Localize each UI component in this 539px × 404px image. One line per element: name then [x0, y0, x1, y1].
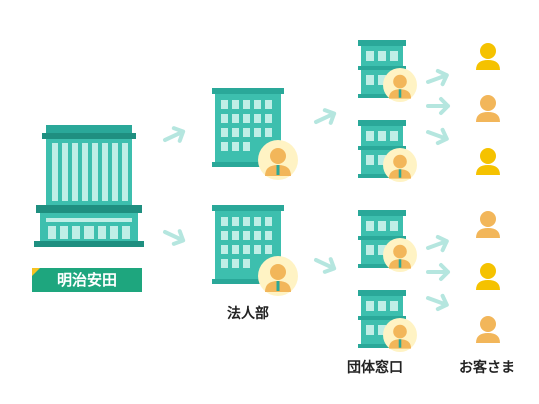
company-label-text: 明治安田	[56, 271, 117, 289]
customers-label: お客さま	[459, 360, 515, 376]
group-counter-building-icon	[358, 120, 417, 182]
label-corner-accent	[32, 268, 40, 276]
headquarters-building-icon	[34, 125, 144, 247]
customer-icon	[476, 43, 500, 70]
corporate-dept-building-icon	[212, 88, 298, 180]
arrow-icon	[423, 123, 452, 148]
group-counter-building-icon	[358, 40, 417, 102]
customer-icon	[476, 316, 500, 343]
group-counter-building-icon	[358, 210, 417, 272]
company-label: 明治安田	[32, 268, 142, 292]
arrow-icon	[311, 251, 340, 277]
group-counter-label: 団体窓口	[347, 360, 403, 376]
arrow-icon	[423, 66, 452, 91]
arrow-icon	[423, 232, 452, 257]
customer-icon	[476, 263, 500, 290]
corporate-dept-building-icon	[212, 205, 298, 296]
customer-icon	[476, 148, 500, 175]
customer-icon	[476, 211, 500, 238]
arrow-icon	[426, 263, 450, 281]
corporate-dept-label: 法人部	[227, 306, 269, 322]
arrow-icon	[160, 123, 189, 149]
arrow-icon	[423, 289, 452, 314]
customer-icon	[476, 95, 500, 122]
arrow-icon	[160, 223, 189, 249]
arrow-icon	[426, 97, 450, 115]
arrow-icon	[311, 105, 340, 131]
group-counter-building-icon	[358, 290, 417, 352]
